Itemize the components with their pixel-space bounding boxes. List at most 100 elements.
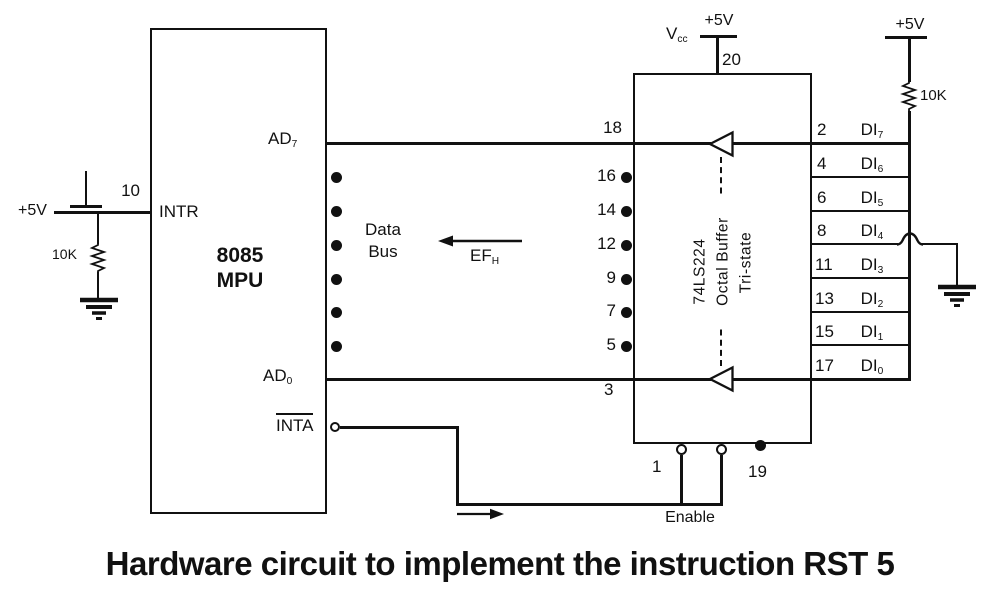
inta-wire (456, 426, 459, 505)
vcc-pin-number: 20 (722, 50, 741, 69)
data-bus-dot (331, 274, 342, 285)
resistor-icon (900, 80, 918, 112)
push-button-contact-icon (70, 205, 102, 209)
data-bus-dot (621, 240, 632, 251)
mpu-box (150, 28, 327, 514)
buffer-box (633, 73, 812, 444)
di-label: DI2 (860, 289, 884, 311)
left-supply-label: +5V (18, 202, 47, 219)
di-label: DI0 (860, 356, 884, 378)
di2-line (810, 311, 911, 314)
wire (716, 38, 719, 75)
buffer-pin-3: 3 (604, 380, 614, 399)
supply-bar-icon (700, 35, 737, 38)
data-bus-dot (621, 206, 632, 217)
inta-bubble-icon (330, 422, 340, 432)
data-bus-dot (331, 341, 342, 352)
di-label: DI1 (860, 322, 884, 344)
data-bus-dot (331, 240, 342, 251)
enable-bubble-icon (716, 444, 727, 455)
buffer-pin-number: 7 (606, 301, 616, 320)
wire (921, 243, 958, 246)
pin19-dot (755, 440, 766, 451)
buffer-triangle-icon (707, 365, 734, 393)
ad7-line (327, 142, 711, 145)
data-bus-label-line1: Data (365, 220, 401, 239)
di-label: DI6 (860, 154, 884, 176)
di7-line (733, 142, 911, 145)
push-button-stem-icon (85, 171, 88, 206)
di-pin: 2 (817, 120, 827, 139)
di-label: DI3 (860, 255, 884, 277)
buffer-pin-number: 5 (606, 335, 616, 354)
ad7-label: AD7 (268, 129, 298, 151)
enable-direction-arrow-icon (457, 508, 504, 520)
intr-label: INTR (159, 202, 199, 221)
data-bus-dot (621, 341, 632, 352)
di-pin: 11 (815, 255, 833, 274)
enable-pin-number: 1 (652, 457, 662, 476)
pullup-resistor-value: 10K (920, 87, 947, 104)
diagram-title: Hardware circuit to implement the instru… (105, 545, 895, 582)
buffer-triangle-icon (707, 130, 734, 158)
enable-riser-wire (720, 455, 723, 505)
ad0-label: AD0 (263, 366, 293, 388)
buffer-pin-number: 14 (597, 200, 616, 219)
enable-label: Enable (665, 509, 715, 526)
buffer-chip-label: 74LS224 (691, 211, 709, 332)
di6-line (810, 176, 911, 179)
vcc-label: Vcc (666, 24, 688, 46)
wire (97, 272, 100, 299)
left-resistor-value: 10K (52, 246, 77, 262)
pullup-bus-line (908, 111, 911, 380)
data-bus-dot (621, 274, 632, 285)
supply-bar-icon (885, 36, 927, 39)
di3-line (810, 277, 911, 280)
efh-signal-label: EFH (470, 246, 500, 268)
data-bus-dot (331, 206, 342, 217)
di-pin: 15 (815, 322, 834, 341)
di5-line (810, 210, 911, 213)
buffer-pin-number: 16 (597, 166, 616, 185)
resistor-icon (89, 242, 107, 274)
data-bus-dot (621, 307, 632, 318)
di-pin: 13 (815, 289, 834, 308)
di0-line (733, 378, 911, 381)
di-pin: 6 (817, 188, 827, 207)
enable-riser-wire (680, 455, 683, 505)
vcc-supply-label: +5V (704, 12, 734, 29)
di-label: DI7 (860, 120, 884, 142)
di-label: DI4 (860, 221, 884, 243)
di-pin: 8 (817, 221, 827, 240)
ground-icon (938, 284, 976, 307)
di1-line (810, 344, 911, 347)
intr-wire (54, 211, 150, 214)
ground-icon (80, 297, 118, 320)
efh-direction-arrow-icon (438, 235, 522, 247)
buffer-kind-label: Octal Buffer (714, 196, 732, 327)
inta-wire (340, 426, 458, 429)
buffer-pin-number: 12 (597, 234, 616, 253)
ad0-line (327, 378, 711, 381)
data-bus-label-line2: Bus (368, 242, 398, 261)
enable-pin-number: 19 (748, 462, 767, 481)
wire (97, 213, 100, 244)
inta-wire (456, 503, 723, 506)
wire (956, 245, 959, 286)
enable-bubble-icon (676, 444, 687, 455)
mpu-type: MPU (216, 269, 264, 292)
inta-label: INTA (276, 413, 314, 435)
pullup-supply-label: +5V (895, 16, 925, 33)
di4-line (810, 243, 898, 246)
di-label: DI5 (860, 188, 884, 210)
intr-pin-number: 10 (121, 181, 140, 200)
di-pin: 4 (817, 154, 827, 173)
wire-hop-icon (896, 231, 924, 246)
data-bus-dot (331, 307, 342, 318)
di-pin: 17 (815, 356, 834, 375)
buffer-pin-18: 18 (603, 118, 622, 137)
wire (908, 39, 911, 82)
mpu-name: 8085 (216, 244, 264, 267)
data-bus-dot (331, 172, 342, 183)
